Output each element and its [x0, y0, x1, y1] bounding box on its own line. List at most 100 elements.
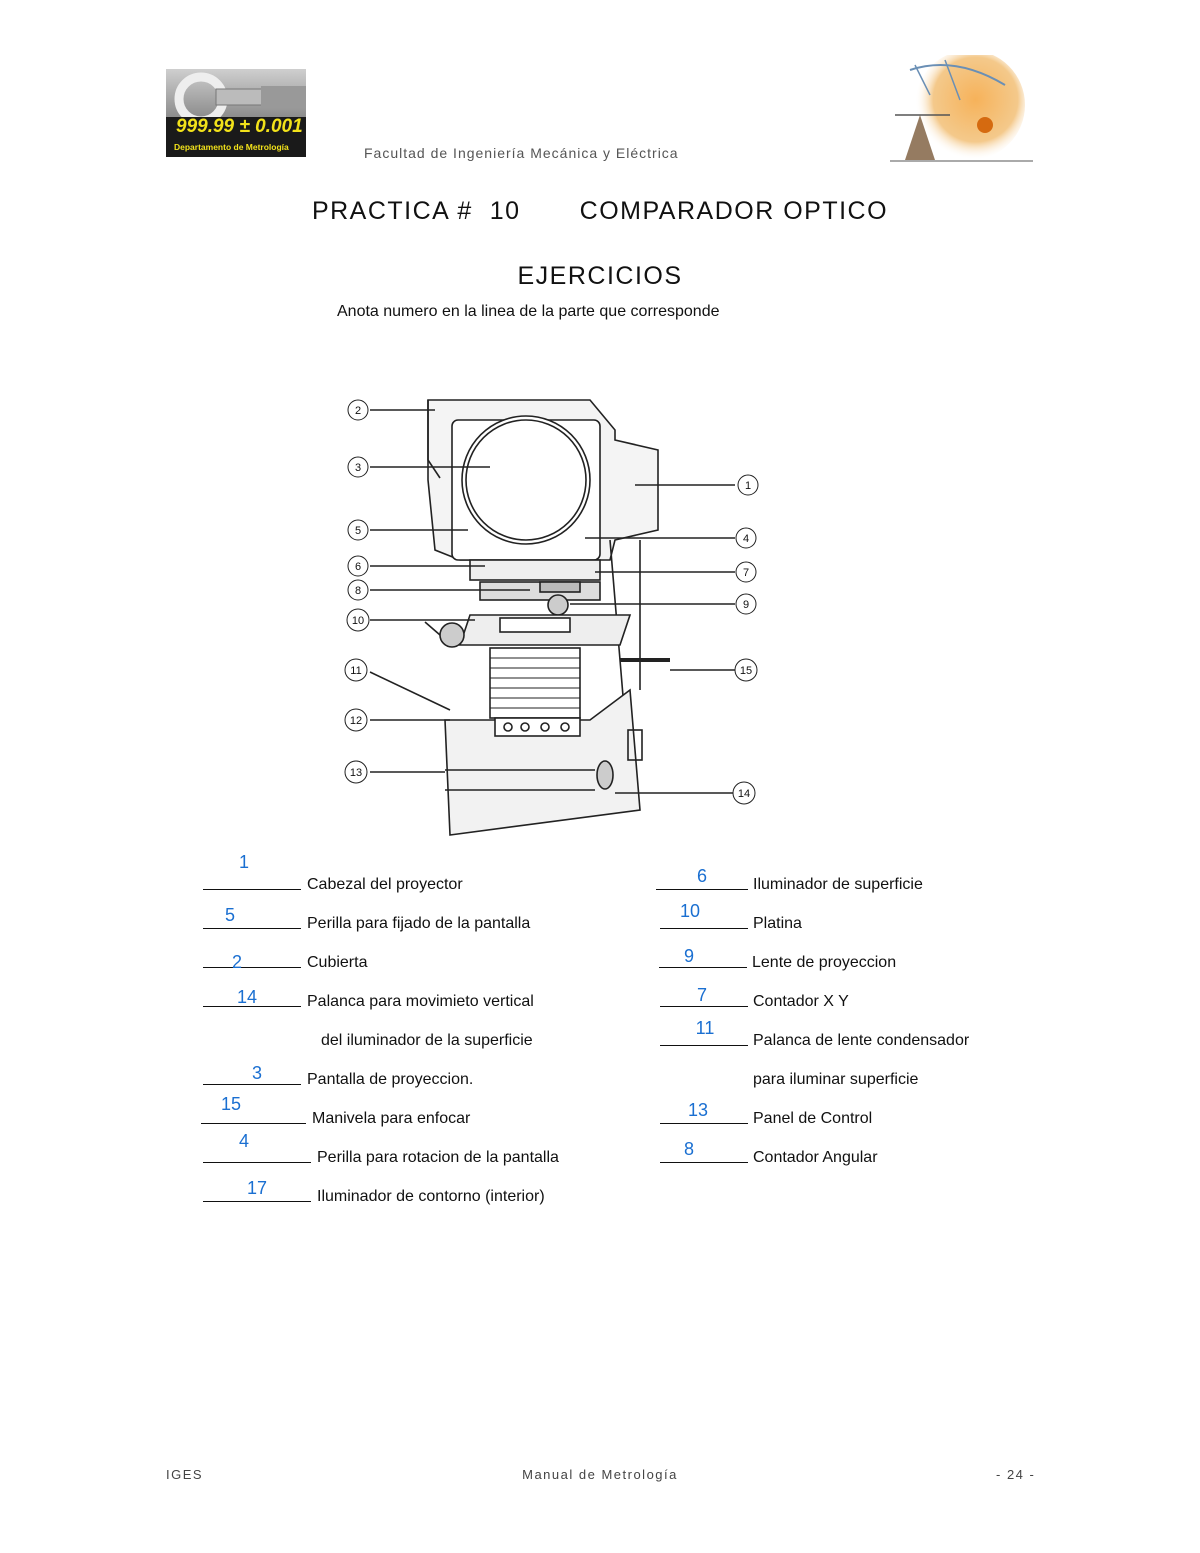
callout-10: 10 [346, 608, 370, 632]
question-row: 5 Perilla para fijado de la pantalla [203, 905, 603, 935]
footer-left: IGES [166, 1467, 204, 1482]
callout-label: 8 [355, 585, 361, 597]
question-row: 4 Perilla para rotacion de la pantalla [203, 1131, 603, 1169]
answer-blank[interactable] [660, 928, 748, 929]
callout-1: 1 [737, 474, 759, 496]
answer-value: 13 [687, 1100, 709, 1120]
question-text: Contador Angular [753, 1149, 878, 1166]
footer-center: Manual de Metrología [522, 1467, 678, 1482]
question-row-continued: para iluminar superficie [660, 1061, 1020, 1091]
callout-15: 15 [734, 658, 758, 682]
question-row-continued: del iluminador de la superficie [203, 1022, 603, 1052]
question-text: Contador X Y [753, 993, 849, 1010]
callout-13: 13 [344, 760, 368, 784]
callout-12: 12 [344, 708, 368, 732]
page-title: PRACTICA # 10 COMPARADOR OPTICO [311, 197, 889, 225]
callout-label: 1 [745, 480, 751, 492]
answer-blank[interactable] [660, 1123, 748, 1124]
callout-label: 14 [738, 788, 750, 800]
answer-blank[interactable] [201, 1123, 306, 1124]
callout-8: 8 [347, 579, 369, 601]
answer-blank[interactable] [203, 1162, 311, 1163]
answer-blank[interactable] [203, 928, 301, 929]
answer-blank[interactable] [203, 889, 301, 890]
question-row: 1 Cabezal del proyector [203, 852, 603, 896]
question-row: 2 Cubierta [203, 944, 603, 974]
question-row: 14 Palanca para movimieto vertical [203, 983, 603, 1013]
answer-blank[interactable] [660, 1045, 748, 1046]
question-row: 7 Contador X Y [660, 983, 1020, 1013]
question-row: 6 Iluminador de superficie [656, 866, 1016, 896]
callout-14: 14 [732, 781, 756, 805]
question-text: Perilla para rotacion de la pantalla [317, 1149, 559, 1166]
answer-value: 6 [696, 866, 707, 886]
question-row: 8 Contador Angular [660, 1139, 1020, 1169]
answer-value: 15 [220, 1094, 242, 1114]
question-text: Platina [753, 915, 802, 932]
answer-value: 11 [695, 1018, 715, 1038]
metrology-logo: 999.99 ± 0.001 Departamento de Metrologí… [166, 69, 306, 157]
question-text: Cubierta [307, 954, 368, 971]
callout-label: 11 [350, 665, 361, 677]
question-text: Lente de proyeccion [752, 954, 897, 971]
answer-blank[interactable] [203, 1006, 301, 1007]
callout-label: 10 [352, 615, 364, 627]
question-row: 15 Manivela para enfocar [201, 1094, 601, 1130]
callout-7: 7 [735, 561, 757, 583]
question-text: Cabezal del proyector [307, 876, 463, 893]
question-row: 10 Platina [660, 901, 1020, 935]
callout-11: 11 [344, 658, 368, 682]
question-text: Perilla para fijado de la pantalla [307, 915, 531, 932]
question-text: Iluminador de contorno (interior) [317, 1188, 545, 1205]
answer-blank[interactable] [659, 967, 747, 968]
answer-value: 14 [236, 987, 258, 1007]
callout-label: 6 [355, 561, 361, 573]
instruction-text: Anota numero en la linea de la parte que… [337, 303, 720, 320]
question-text: Manivela para enfocar [312, 1110, 471, 1127]
answer-blank[interactable] [203, 1084, 301, 1085]
callout-label: 9 [743, 599, 749, 611]
answer-value: 1 [238, 852, 249, 872]
answer-blank[interactable] [656, 889, 748, 890]
callout-label: 7 [743, 567, 749, 579]
answer-value: 2 [231, 952, 242, 972]
question-row: 9 Lente de proyeccion [659, 944, 1019, 974]
answer-value: 17 [246, 1178, 268, 1198]
callout-6: 6 [347, 555, 369, 577]
question-text: del iluminador de la superficie [321, 1032, 533, 1049]
question-text: Iluminador de superficie [753, 876, 923, 893]
logo-number: 999.99 ± 0.001 [176, 116, 303, 137]
answer-blank[interactable] [203, 967, 301, 968]
question-text: Palanca de lente condensador [753, 1032, 970, 1049]
answer-value: 9 [683, 946, 694, 966]
callout-2: 2 [347, 399, 369, 421]
question-text: para iluminar superficie [753, 1071, 919, 1088]
vitruvian-logo [890, 55, 1033, 162]
question-text: Panel de Control [753, 1110, 873, 1127]
page-number: - 24 - [996, 1467, 1036, 1482]
callout-5: 5 [347, 519, 369, 541]
callout-label: 12 [350, 715, 362, 727]
callout-9: 9 [735, 593, 757, 615]
answer-blank[interactable] [203, 1201, 311, 1202]
answer-value: 7 [696, 985, 707, 1005]
question-row: 17 Iluminador de contorno (interior) [203, 1178, 603, 1208]
faculty-name: Facultad de Ingeniería Mecánica y Eléctr… [364, 145, 679, 161]
callout-label: 2 [355, 405, 361, 417]
answer-blank[interactable] [660, 1006, 748, 1007]
callout-label: 3 [355, 462, 361, 474]
callout-4: 4 [735, 527, 757, 549]
callout-3: 3 [347, 456, 369, 478]
question-row: 3 Pantalla de proyeccion. [203, 1061, 603, 1091]
answer-blank[interactable] [660, 1162, 748, 1163]
answer-value: 3 [251, 1063, 262, 1083]
question-text: Palanca para movimieto vertical [307, 993, 534, 1010]
answer-value: 5 [224, 905, 235, 925]
question-row: 13 Panel de Control [660, 1100, 1020, 1130]
section-title: EJERCICIOS [517, 262, 683, 290]
callout-label: 5 [355, 525, 361, 537]
callout-label: 13 [350, 767, 362, 779]
logo-department: Departamento de Metrología [174, 142, 289, 152]
callout-label: 4 [743, 533, 749, 545]
callout-label: 15 [740, 665, 752, 677]
